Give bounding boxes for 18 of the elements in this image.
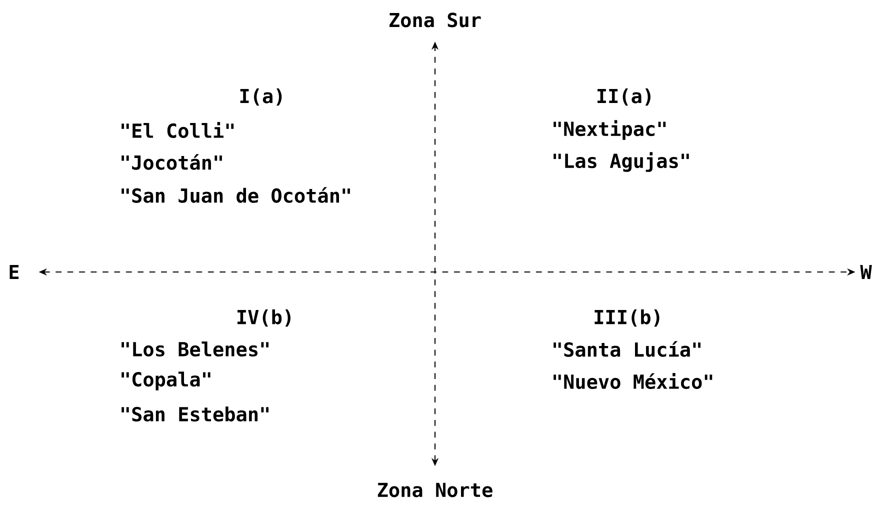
- axis-label: E: [10, 264, 19, 280]
- quadrant-label: II(a): [598, 88, 650, 106]
- quadrant-label: III(b): [594, 309, 660, 327]
- place-name: "Nuevo México": [554, 373, 712, 389]
- place-name: "San Juan de Ocotán": [122, 187, 350, 203]
- quadrant-label: IV(b): [238, 309, 290, 327]
- quadrant-label: I(a): [240, 88, 282, 106]
- place-name: "Los Belenes": [122, 342, 268, 356]
- place-name: "Santa Lucía": [554, 341, 700, 357]
- place-name: "El Colli": [122, 122, 234, 138]
- place-name: "San Esteban": [122, 406, 268, 422]
- axis-label: Zona Sur: [390, 12, 481, 28]
- place-name: "Jocotán": [122, 154, 222, 170]
- place-name: "Nextipac": [554, 120, 666, 140]
- place-name: "Copala": [122, 372, 210, 390]
- axis-label: Zona Norte: [378, 482, 492, 498]
- axis-label: W: [860, 264, 872, 280]
- place-name: "Las Agujas": [554, 152, 689, 172]
